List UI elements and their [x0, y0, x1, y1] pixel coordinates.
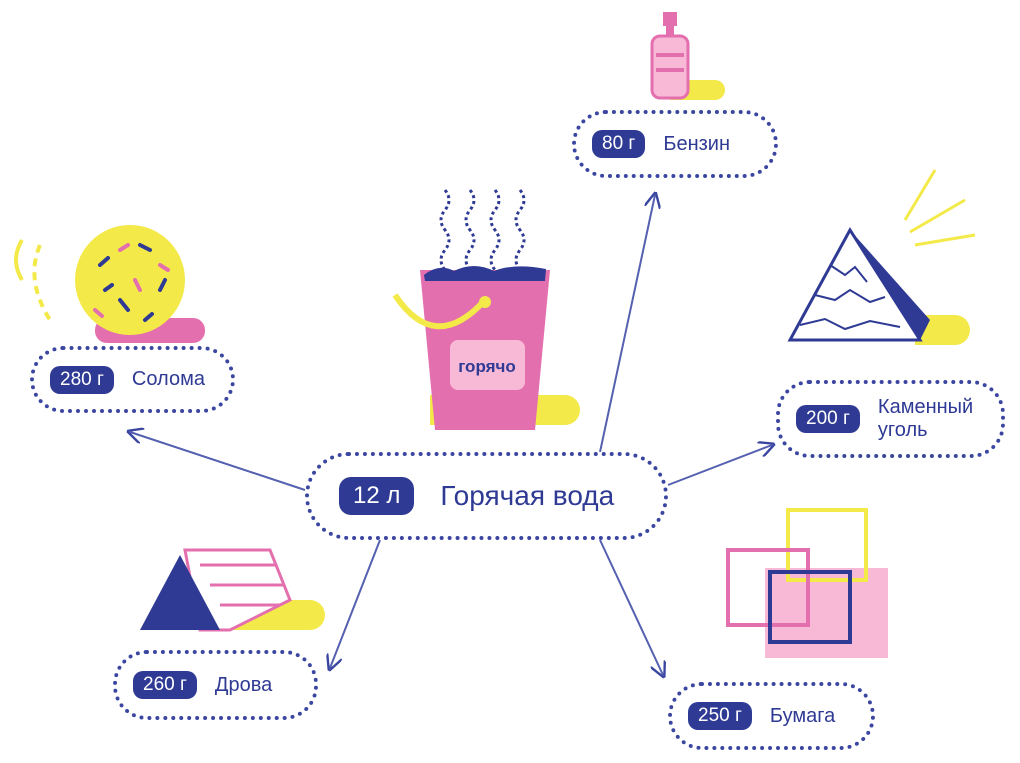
- hot-water-bucket-icon: [392, 189, 580, 430]
- coal-pile-icon: [787, 169, 976, 345]
- amount-badge: 260 г: [133, 671, 197, 699]
- node-label: Каменный уголь: [877, 396, 974, 441]
- node-label: Солома: [131, 368, 205, 390]
- firewood-icon: [140, 548, 325, 632]
- node-benzin: 80 г Бензин: [572, 110, 778, 178]
- arrow-to-paper: [599, 539, 663, 675]
- amount-badge: 250 г: [688, 702, 752, 730]
- node-coal: 200 г Каменный уголь: [776, 380, 1005, 458]
- arrow-to-coal: [667, 445, 772, 486]
- arrow-to-firewood: [330, 539, 381, 668]
- node-label: Бензин: [663, 132, 731, 155]
- arrow-to-soloma: [130, 432, 306, 491]
- node-soloma: 280 г Солома: [30, 346, 235, 413]
- amount-badge: 200 г: [796, 405, 860, 433]
- node-label: Дрова: [214, 673, 273, 696]
- spray-bottle-icon: [650, 12, 725, 100]
- node-firewood: 260 г Дрова: [113, 650, 318, 720]
- amount-badge: 280 г: [50, 365, 114, 394]
- node-label: Горячая вода: [440, 479, 615, 511]
- node-label: Бумага: [769, 704, 836, 727]
- bucket-label: горячо: [458, 357, 516, 376]
- connector-arrows: [130, 195, 772, 675]
- arrow-to-benzin: [599, 195, 655, 453]
- node-paper: 250 г Бумага: [668, 682, 875, 750]
- amount-badge: 80 г: [592, 130, 646, 158]
- amount-badge: 12 л: [339, 477, 415, 515]
- center-node-hot-water: 12 л Горячая вода: [305, 452, 668, 540]
- paper-sheets-icon: [726, 508, 888, 658]
- straw-ball-icon: [14, 225, 205, 343]
